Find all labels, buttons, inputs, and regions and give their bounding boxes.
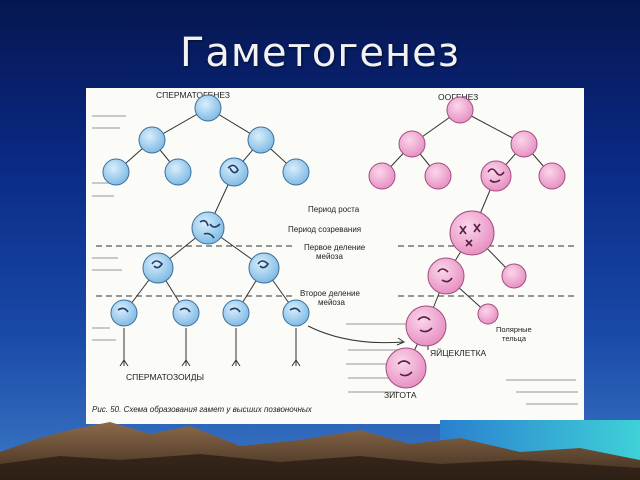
spermatogonium-cell xyxy=(138,126,166,154)
oo-chromosomes xyxy=(397,168,505,377)
label-egg-cell: ЯЙЦЕКЛЕТКА xyxy=(430,347,487,358)
spermatogonium-cell xyxy=(194,94,222,122)
spermatogonium-cell xyxy=(247,126,275,154)
label-spermatozoa: СПЕРМАТОЗОИДЫ xyxy=(126,372,204,382)
oogonium-cell xyxy=(538,162,566,190)
primary-spermatocyte-cell xyxy=(191,211,225,245)
sperm-chromosomes xyxy=(117,164,301,313)
label-first-division: Первое деление xyxy=(304,243,366,252)
secondary-oocyte-cell xyxy=(427,257,465,295)
label-zygote: ЗИГОТА xyxy=(384,390,417,400)
oogonium-cell xyxy=(480,160,512,192)
heading-spermatogenesis: СПЕРМАТОГЕНЕЗ xyxy=(156,90,230,100)
oogonium-cell xyxy=(368,162,396,190)
gametogenesis-diagram: СПЕРМАТОГЕНЕЗ ООГЕНЕЗ xyxy=(92,90,578,414)
label-second-division-meiosis: мейоза xyxy=(318,298,345,307)
label-maturation-period: Период созревания xyxy=(288,225,361,234)
stage-labels: Период роста Период созревания Первое де… xyxy=(92,205,532,414)
label-second-division: Второе деление xyxy=(300,289,361,298)
spermatogonium-cell xyxy=(164,158,192,186)
spermatogonium-cell xyxy=(102,158,130,186)
mountain-decoration xyxy=(0,420,640,480)
oogonium-cell xyxy=(510,130,538,158)
label-first-division-meiosis: мейоза xyxy=(316,252,343,261)
label-polar-bodies-2: тельца xyxy=(502,334,527,343)
background-text xyxy=(92,115,578,405)
egg-cell xyxy=(405,305,447,347)
figure-caption: Рис. 50. Схема образования гамет у высши… xyxy=(92,405,313,414)
polar-body-cell xyxy=(501,263,527,289)
oo-cells xyxy=(368,96,566,389)
spermatid-cell xyxy=(282,299,310,327)
label-polar-bodies: Полярные xyxy=(496,325,532,334)
zygote-cell xyxy=(385,347,427,389)
gametogenesis-figure: СПЕРМАТОГЕНЕЗ ООГЕНЕЗ xyxy=(86,88,584,424)
label-growth-period: Период роста xyxy=(308,205,360,214)
spermatid-cell xyxy=(222,299,250,327)
spermatogonium-cell xyxy=(282,158,310,186)
slide-title: Гаметогенез xyxy=(179,30,461,76)
spermatid-cell xyxy=(172,299,200,327)
oogonium-cell xyxy=(424,162,452,190)
spermatozoa xyxy=(119,325,406,367)
primary-oocyte-cell xyxy=(449,210,495,256)
oogonium-cell xyxy=(398,130,426,158)
spermatid-cell xyxy=(110,299,138,327)
polar-body-cell xyxy=(477,303,499,325)
oogonium-cell xyxy=(446,96,474,124)
sperm-cells xyxy=(102,94,310,327)
